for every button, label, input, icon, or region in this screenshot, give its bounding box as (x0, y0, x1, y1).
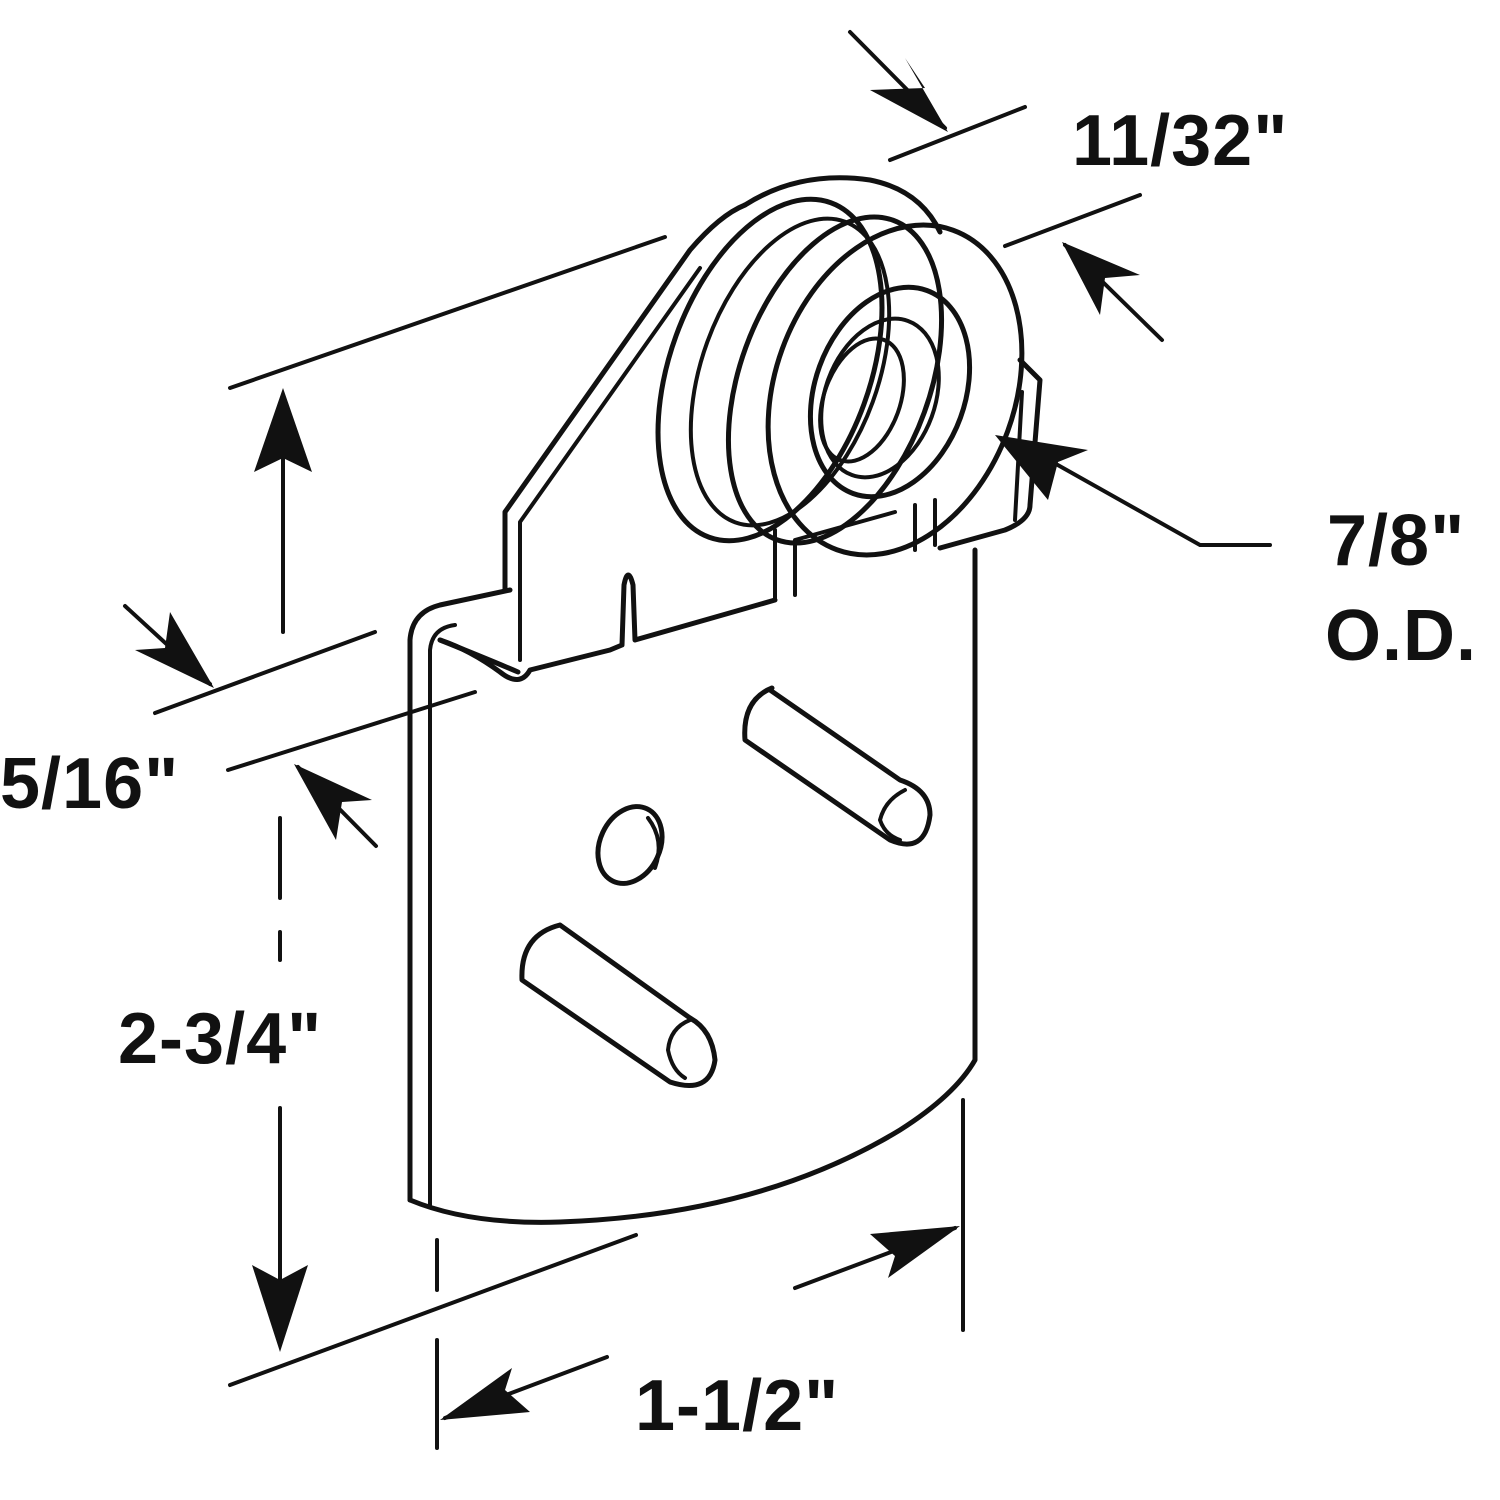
bracket-arm (437, 202, 748, 675)
mounting-plate (407, 357, 1043, 1225)
mounting-slots (519, 685, 933, 1088)
label-outer-diameter-value: 7/8" (1327, 501, 1466, 581)
label-outer-diameter-unit: O.D. (1325, 596, 1478, 676)
label-width: 1-1/2" (635, 1366, 840, 1446)
label-roller-width: 11/32" (1072, 101, 1289, 181)
arrow-height-top (254, 388, 312, 472)
arrow-roller-width-bottom (1062, 242, 1140, 315)
roller-wheel (655, 175, 1025, 558)
arrow-width-right (870, 1226, 960, 1278)
arrow-height-bottom (252, 1265, 308, 1352)
arrow-offset-bottom (294, 764, 372, 840)
mounting-hole (595, 804, 665, 886)
arrow-offset-top (135, 612, 214, 688)
arrow-outer-diameter (995, 435, 1088, 500)
dimension-roller-width (848, 30, 1164, 342)
dimension-width (435, 1098, 965, 1450)
label-offset: 5/16" (0, 744, 180, 824)
arrow-roller-width-top (870, 58, 948, 132)
arrow-width-left (440, 1368, 530, 1420)
dimension-offset (123, 604, 477, 848)
dimension-outer-diameter (995, 435, 1272, 547)
dimension-height (228, 235, 667, 1387)
label-height: 2-3/4" (118, 999, 323, 1079)
